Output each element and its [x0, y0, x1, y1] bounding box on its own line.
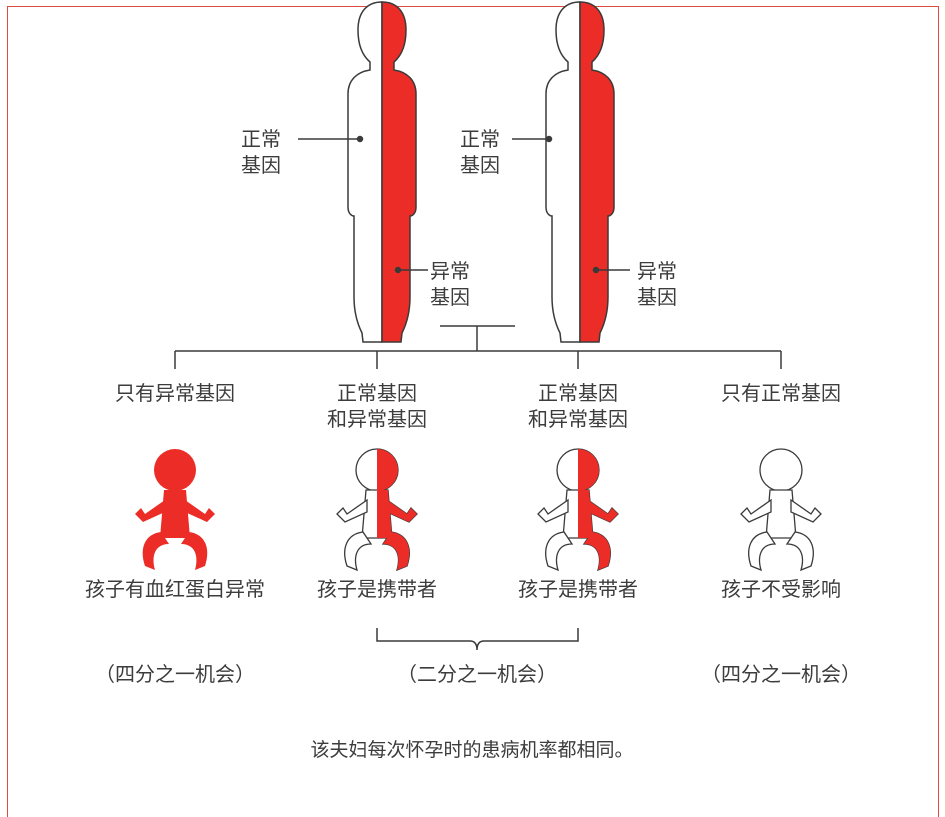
- child-3-figure: [537, 448, 619, 571]
- pointer-lines: [298, 135, 630, 274]
- child-3-outcome-label: 孩子是携带者: [518, 577, 638, 601]
- parent-right-abnormal-label: 异常基因: [637, 259, 677, 309]
- child-1-genes-label: 只有异常基因: [115, 381, 235, 405]
- carrier-brace: [376, 628, 579, 651]
- child-4-figure: [740, 448, 822, 571]
- child-3-genes-label: 正常基因和异常基因: [528, 381, 628, 431]
- parent-left-normal-label: 正常基因: [241, 127, 281, 177]
- child-2-figure: [336, 448, 418, 571]
- child-1-outcome-label: 孩子有血红蛋白异常: [85, 577, 265, 601]
- chance-left-label: （四分之一机会）: [95, 662, 255, 686]
- diagram-frame: [7, 6, 939, 817]
- parent-right-figure: [545, 1, 615, 343]
- footnote: 该夫妇每次怀孕时的患病机率都相同。: [310, 739, 634, 761]
- parent-right-normal-label: 正常基因: [460, 127, 500, 177]
- child-4-outcome-label: 孩子不受影响: [721, 577, 841, 601]
- chance-middle-label: （二分之一机会）: [397, 662, 557, 686]
- child-2-outcome-label: 孩子是携带者: [317, 577, 437, 601]
- chance-right-label: （四分之一机会）: [701, 662, 861, 686]
- parent-left-figure: [347, 1, 417, 343]
- inheritance-tree: [174, 325, 782, 369]
- child-2-genes-label: 正常基因和异常基因: [327, 381, 427, 431]
- child-4-genes-label: 只有正常基因: [721, 381, 841, 405]
- child-1-figure: [135, 449, 215, 570]
- parent-left-abnormal-label: 异常基因: [430, 259, 470, 309]
